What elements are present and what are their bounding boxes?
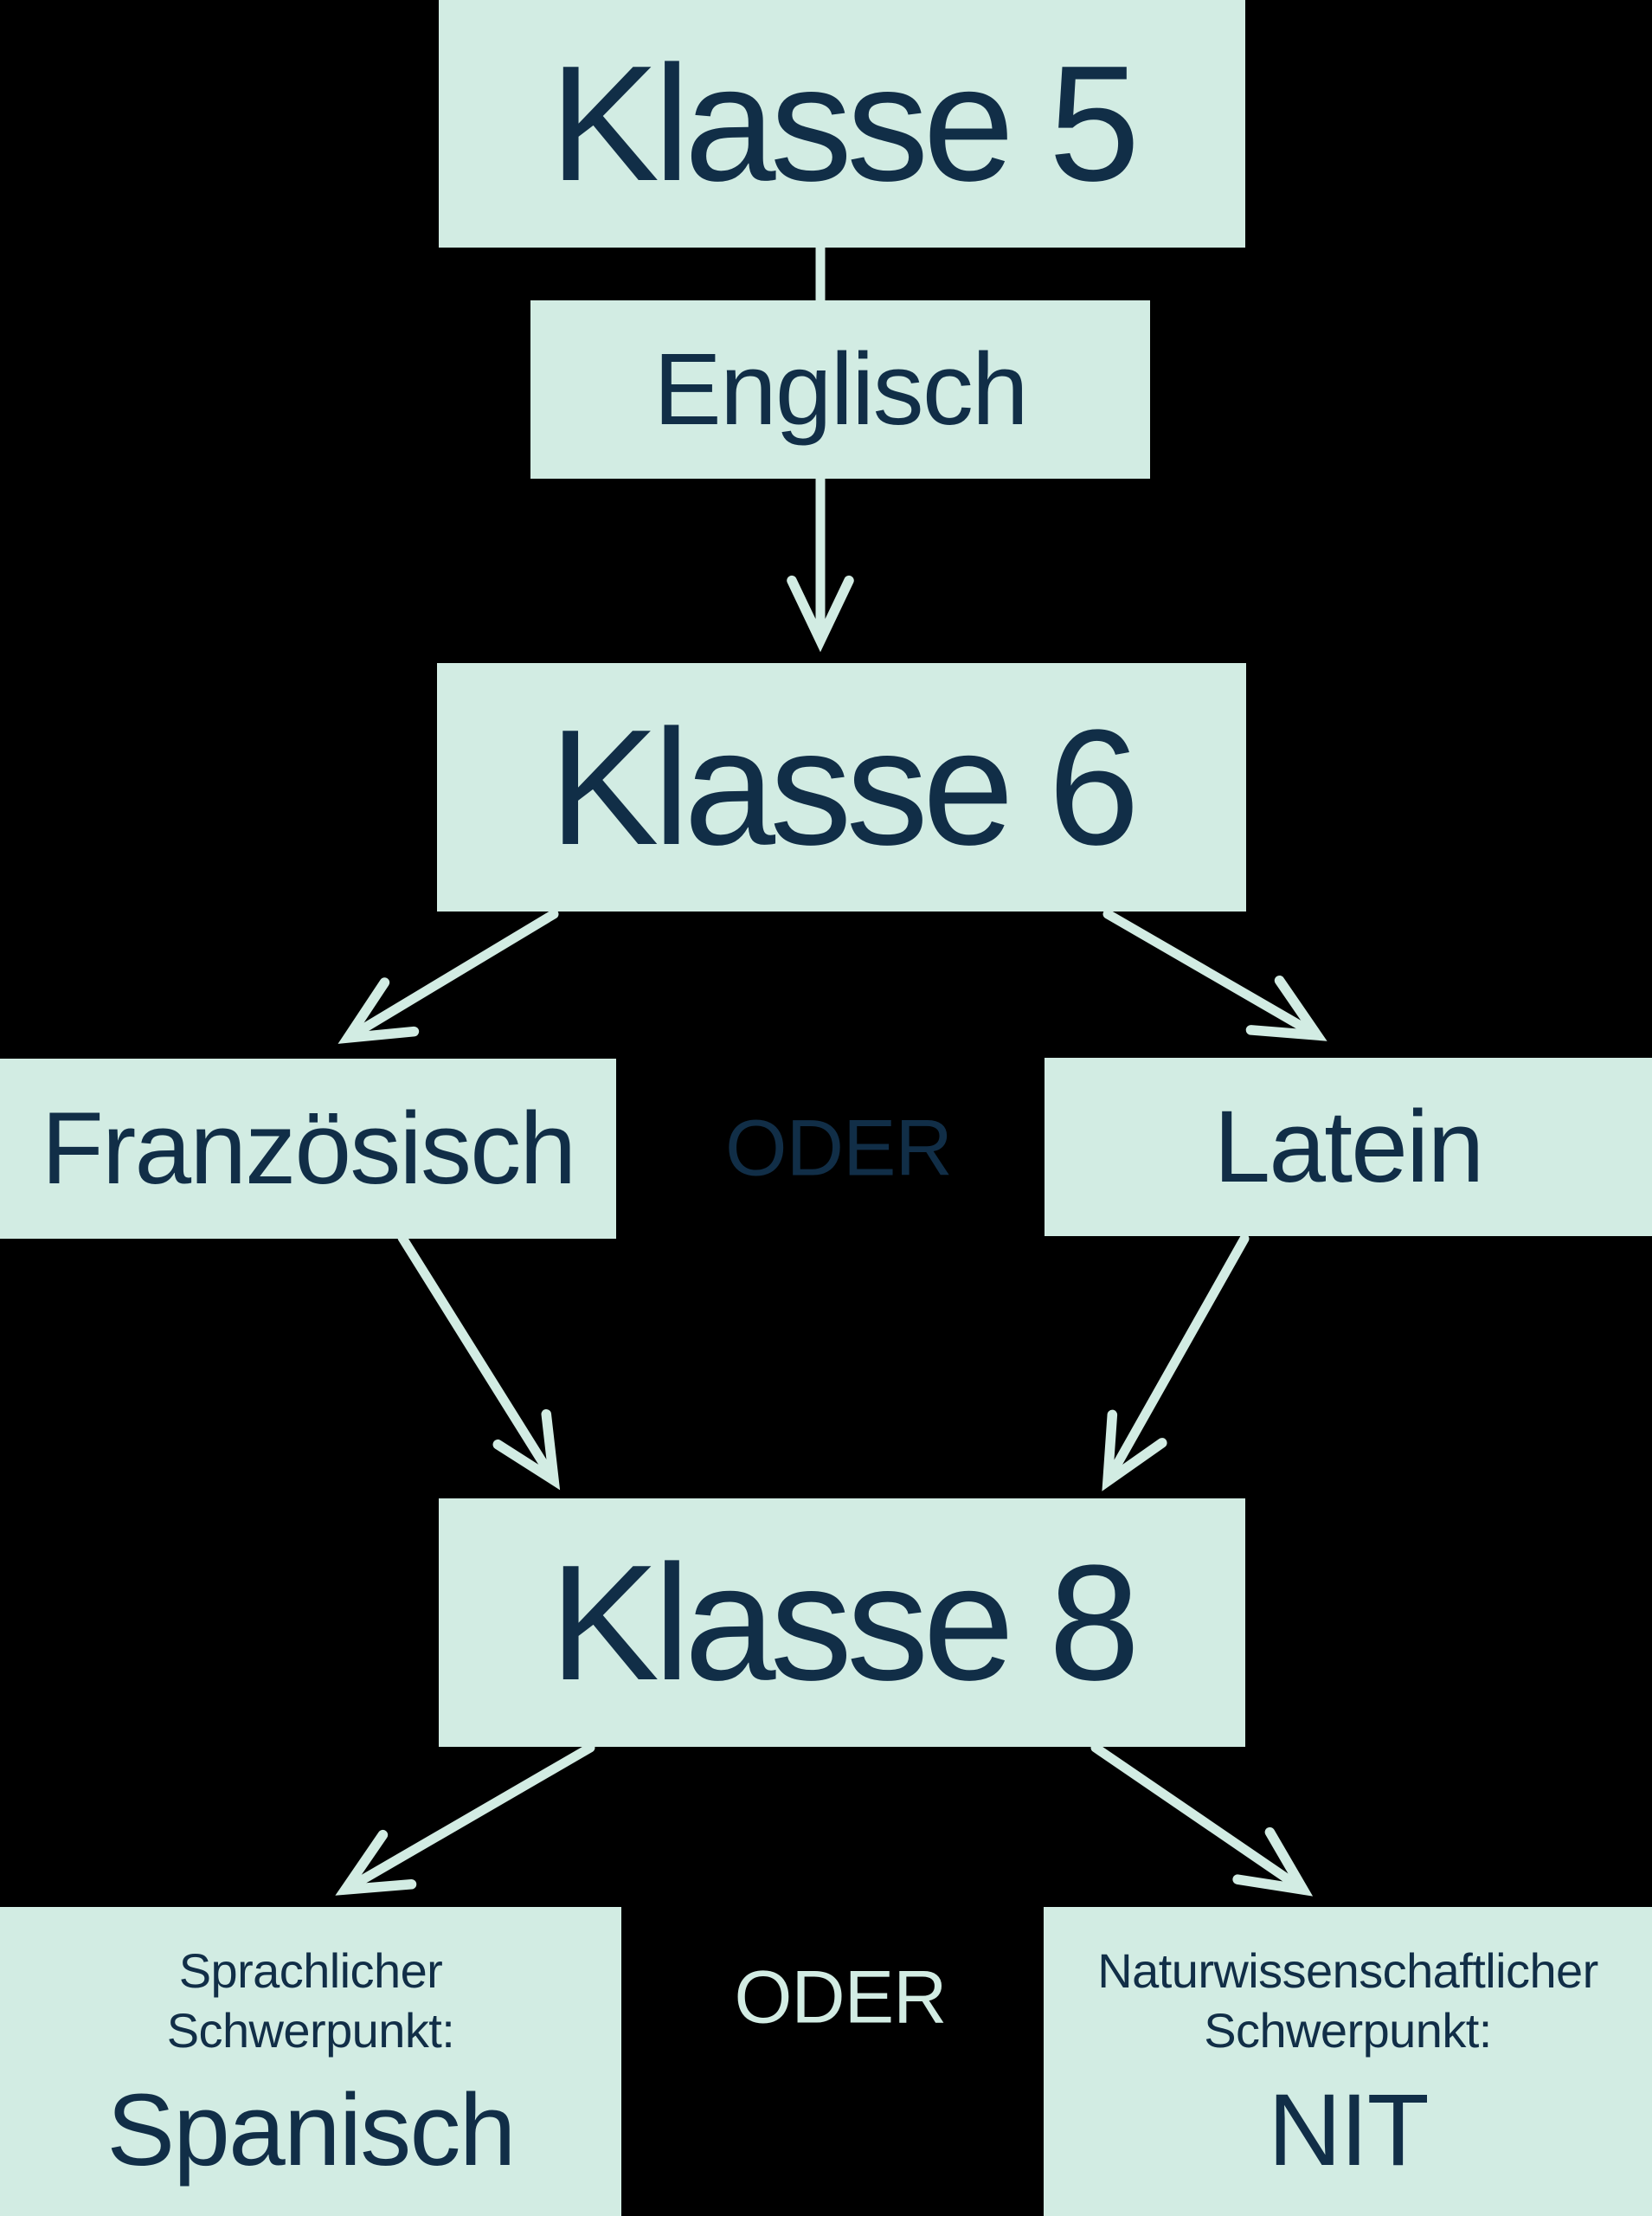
arrow-klasse8-to-nit bbox=[1090, 1743, 1314, 1897]
arrow-klasse8-to-spanisch bbox=[335, 1743, 595, 1896]
node-klasse-8: Klasse 8 bbox=[439, 1498, 1245, 1747]
node-naturwissenschaftlicher-schwerpunkt-nit: Naturwissenschaftlicher Schwerpunkt: NIT bbox=[1044, 1907, 1652, 2216]
oder-label-bottom: ODER bbox=[734, 1955, 947, 2039]
arrow-klasse6-to-franzoesisch bbox=[337, 909, 559, 1044]
node-franzoesisch: Französisch bbox=[0, 1059, 616, 1239]
node-klasse-5-label: Klasse 5 bbox=[550, 32, 1140, 216]
node-klasse-6: Klasse 6 bbox=[437, 663, 1246, 912]
naturwiss-label: NIT bbox=[1268, 2072, 1430, 2187]
arrow-latein-to-klasse8 bbox=[1102, 1234, 1250, 1491]
arrow-franzoesisch-to-klasse8 bbox=[397, 1233, 561, 1491]
node-klasse-6-label: Klasse 6 bbox=[549, 695, 1140, 879]
sprachlich-heading-line1: Sprachlicher bbox=[178, 1943, 443, 1999]
node-franzoesisch-label: Französisch bbox=[41, 1092, 576, 1206]
sprachlich-label: Spanisch bbox=[106, 2072, 516, 2187]
node-englisch: Englisch bbox=[530, 300, 1150, 479]
node-klasse-5: Klasse 5 bbox=[439, 0, 1245, 248]
arrow-klasse6-to-latein bbox=[1102, 909, 1327, 1041]
naturwiss-heading-line1: Naturwissenschaftlicher bbox=[1097, 1943, 1598, 1999]
naturwiss-heading-line2: Schwerpunkt: bbox=[1204, 2002, 1492, 2058]
node-englisch-label: Englisch bbox=[653, 332, 1029, 447]
node-latein: Latein bbox=[1045, 1058, 1652, 1236]
sprachlich-heading-line2: Schwerpunkt: bbox=[166, 2002, 455, 2058]
node-klasse-8-label: Klasse 8 bbox=[550, 1530, 1140, 1715]
node-sprachlicher-schwerpunkt-spanisch: Sprachlicher Schwerpunkt: Spanisch bbox=[0, 1907, 621, 2216]
oder-label-top: ODER bbox=[724, 1104, 953, 1193]
node-latein-label: Latein bbox=[1213, 1090, 1485, 1204]
